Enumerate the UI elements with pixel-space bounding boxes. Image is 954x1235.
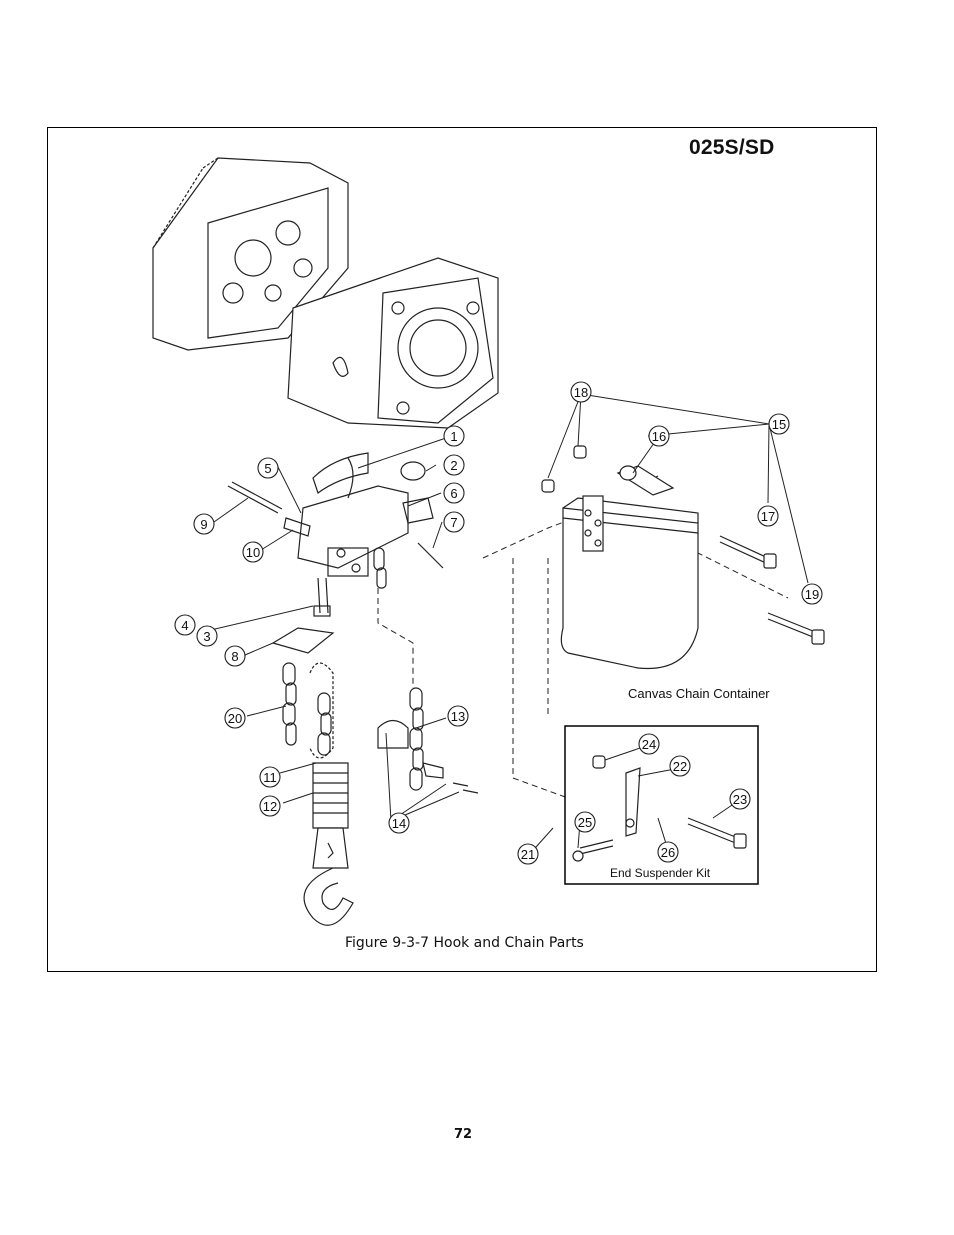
callout-labels: 1 2 3 4 5 6 7 8 9 10 11 12 13 14 15 16 1… [181,385,819,862]
callout-4: 4 [181,618,188,633]
pin-9 [227,481,283,514]
bolt-19 [767,612,819,640]
housing-left [152,157,349,351]
page-number: 72 [454,1127,473,1142]
callout-20: 20 [228,711,242,726]
spring-10 [283,517,311,537]
chain-upper [373,547,387,589]
callout-17: 17 [761,509,775,524]
callout-6: 6 [450,486,457,501]
end-suspender-kit-parts [572,755,747,862]
leader-lines [197,393,809,857]
chain-11 [317,692,332,756]
callout-13: 13 [451,709,465,724]
stopper-8 [271,627,335,654]
callout-16: 16 [652,429,666,444]
callout-2: 2 [450,458,457,473]
callout-3: 3 [203,629,210,644]
callout-1: 1 [450,429,457,444]
callout-8: 8 [231,649,238,664]
end-suspender-kit-label: End Suspender Kit [610,866,711,880]
figure-caption: Figure 9-3-7 Hook and Chain Parts [345,935,584,951]
callout-22: 22 [673,759,687,774]
callout-23: 23 [733,792,747,807]
callout-14: 14 [392,816,406,831]
canvas-chain-container-label: Canvas Chain Container [628,686,770,701]
callout-25: 25 [578,815,592,830]
bolt-17 [719,535,769,565]
callout-5: 5 [264,461,271,476]
callout-19: 19 [805,587,819,602]
callout-12: 12 [263,799,277,814]
hook-chain-diagram: 1 2 3 4 5 6 7 8 9 10 11 12 13 14 15 16 1… [152,157,825,926]
callout-circles [174,381,823,865]
chain-20 [282,662,334,759]
callout-10: 10 [246,545,260,560]
callout-7: 7 [450,515,457,530]
nut-6 [400,461,426,481]
callout-11: 11 [263,770,277,785]
bolt-3 [317,577,329,614]
end-suspender-kit-box [564,725,759,885]
callout-9: 9 [200,517,207,532]
suspender-frame [297,452,434,577]
callout-21: 21 [521,847,535,862]
pin-7 [417,542,444,569]
callout-26: 26 [661,845,675,860]
hook-12 [303,762,354,926]
callout-15: 15 [772,417,786,432]
housing-right [287,257,499,429]
callout-18: 18 [574,385,588,400]
figure-frame: 1 2 3 4 5 6 7 8 9 10 11 12 13 14 15 16 1… [47,127,877,972]
model-title: 025S/SD [689,136,775,159]
callout-24: 24 [642,737,656,752]
chain-13 [377,687,479,794]
canvas-chain-container-drawing [541,445,699,670]
